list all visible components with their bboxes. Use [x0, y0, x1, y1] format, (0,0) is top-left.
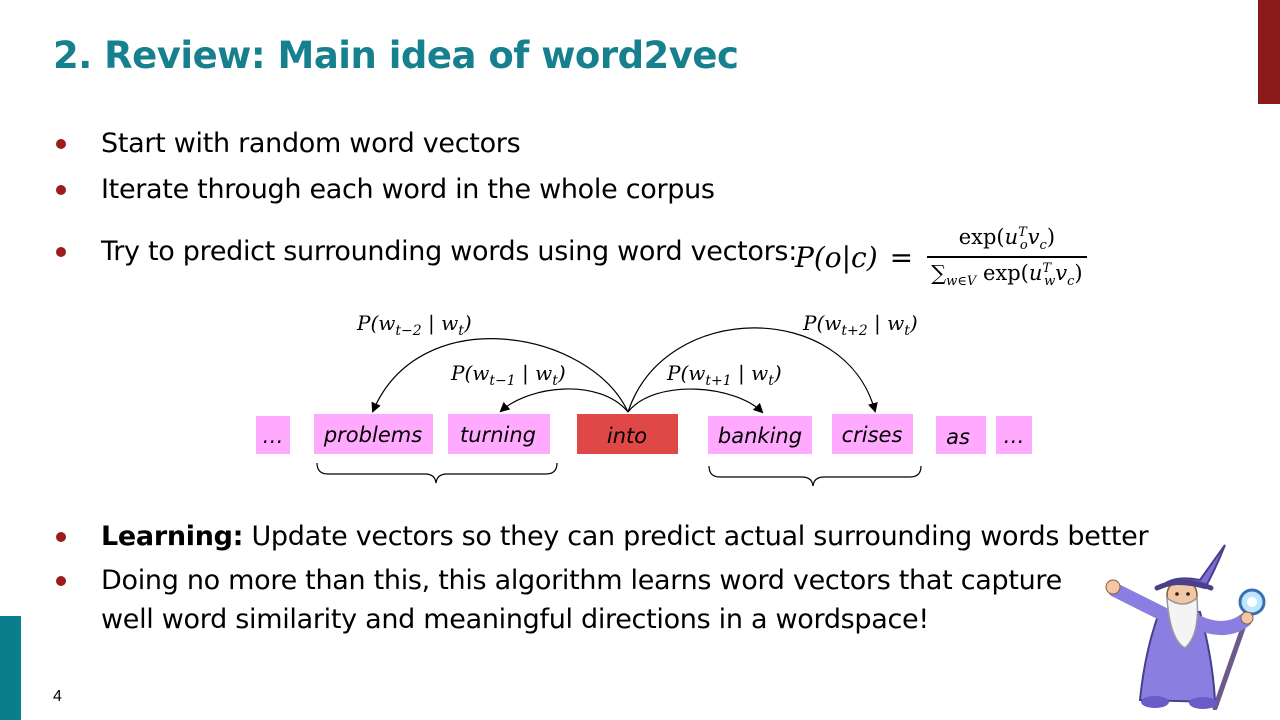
word-label: banking [718, 424, 802, 448]
right-context-brace [708, 465, 922, 487]
bullet-text-2: Iterate through each word in the whole c… [101, 174, 715, 205]
formula-equals: = [889, 240, 914, 274]
prob-label-t-plus-2: P(wt+2 | wt) [802, 311, 918, 339]
word-label: … [1004, 424, 1025, 448]
formula-fraction: exp(uTovc) ∑w∈V exp(uTwvc) [927, 224, 1087, 289]
bullet-text-4: Learning: Update vectors so they can pre… [101, 521, 1149, 552]
bullet-marker [56, 532, 66, 542]
bullet-marker [56, 185, 66, 195]
formula-denominator: ∑w∈V exp(uTwvc) [927, 256, 1087, 289]
word-label-center: into [607, 424, 647, 448]
formula-numerator: exp(uTovc) [958, 224, 1056, 253]
word-box-ellipsis-left [256, 416, 290, 454]
word-box-problems [314, 414, 433, 454]
arc-t-minus-2 [371, 338, 629, 413]
slide-number: 4 [53, 688, 62, 705]
bullet-marker [56, 247, 66, 257]
word-box-as [936, 416, 986, 454]
left-context-brace [316, 462, 558, 484]
word-label: turning [460, 423, 536, 447]
arc-t-plus-1 [627, 388, 764, 414]
wizard-mascot-icon [1105, 544, 1266, 710]
prob-label-t-plus-1: P(wt+1 | wt) [666, 361, 782, 389]
formula-lhs: P(o|c) [795, 240, 878, 274]
word-label: problems [323, 423, 422, 447]
slide-title: 2. Review: Main idea of word2vec [53, 34, 739, 77]
word-label: crises [842, 423, 903, 447]
word-label: as [946, 425, 970, 449]
arc-t-minus-1 [499, 388, 629, 413]
corner-accent-red [1258, 0, 1280, 104]
prob-label-t-minus-2: P(wt−2 | wt) [356, 311, 472, 339]
word-box-banking [708, 416, 812, 454]
prob-label-t-minus-1: P(wt−1 | wt) [450, 361, 566, 389]
softmax-formula: P(o|c) = exp(uTovc) ∑w∈V exp(uTwvc) [795, 222, 1087, 292]
word-label: … [263, 424, 284, 448]
bullet-text-1: Start with random word vectors [101, 128, 521, 159]
word-box-turning [448, 414, 550, 454]
word-box-crises [832, 414, 913, 454]
bullet-marker [56, 139, 66, 149]
arc-t-plus-2 [627, 327, 878, 413]
bullet-text-3: Try to predict surrounding words using w… [101, 236, 797, 267]
corner-accent-teal [0, 616, 21, 720]
bullet-text-5-line2: well word similarity and meaningful dire… [101, 604, 929, 635]
word-box-ellipsis-right [996, 416, 1032, 454]
bullet-text-5: Doing no more than this, this algorithm … [101, 565, 1062, 596]
word-box-into-center [577, 414, 678, 454]
bullet-marker [56, 576, 66, 586]
